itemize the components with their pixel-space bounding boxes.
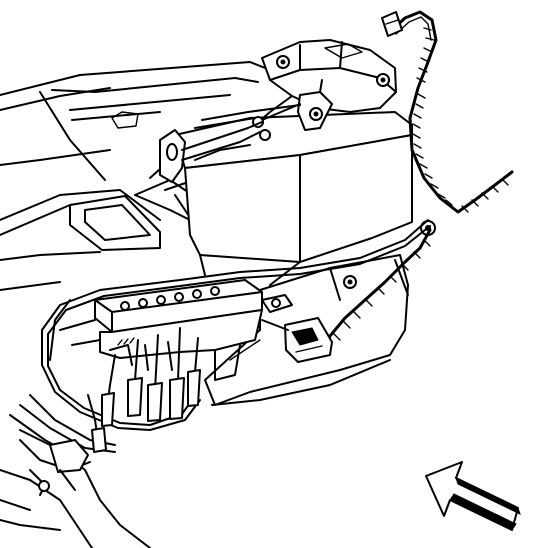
harness-connector [261,294,333,363]
wiring-harness [9,10,514,461]
blower-resistor-block [59,279,263,381]
terminal-leads [87,327,201,453]
view-direction-arrow-icon [425,461,521,531]
lower-left-details [0,439,91,531]
linkage-bracket [159,104,301,183]
mode-door-actuator [252,39,397,131]
dash-structure [0,61,271,548]
